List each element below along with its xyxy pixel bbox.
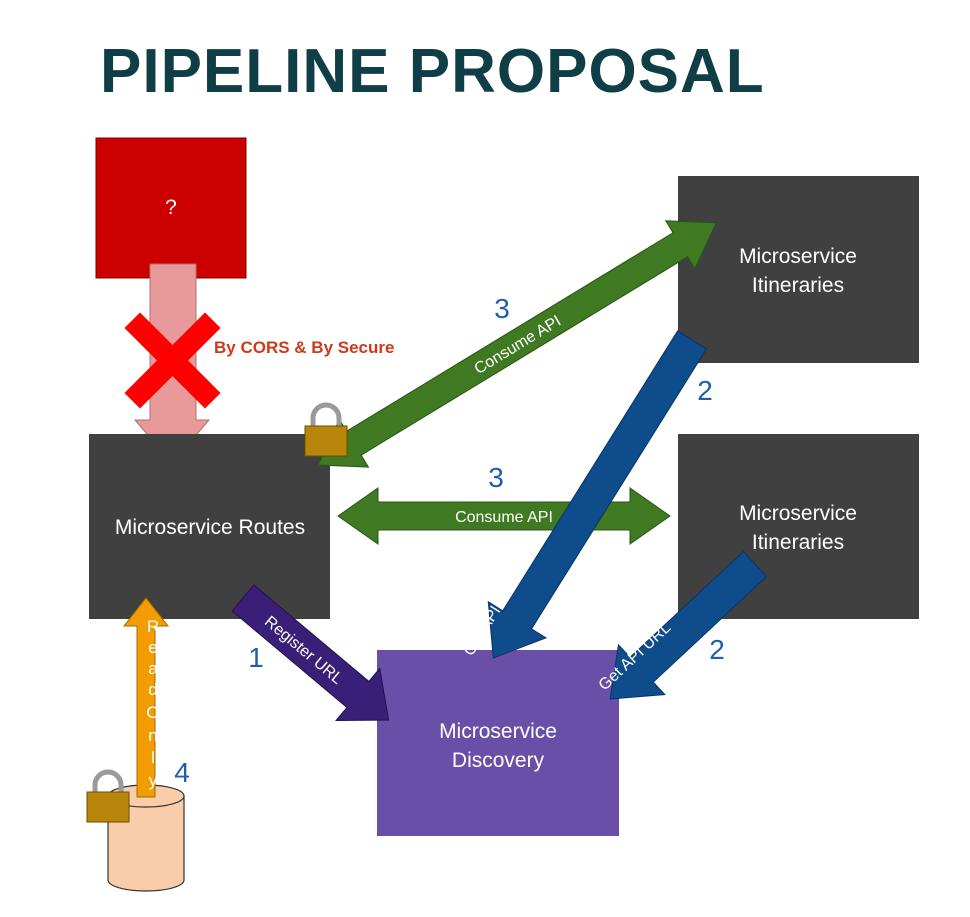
readonly-letter: n	[148, 726, 157, 745]
discovery-label-1: Microservice	[439, 720, 557, 743]
readonly-arrow	[122, 597, 170, 798]
routes-service-label: Microservice Routes	[115, 516, 305, 539]
readonly-letter: a	[148, 659, 158, 678]
consume-api-horizontal-label: Consume API	[455, 509, 553, 526]
unknown-client-box	[95, 137, 247, 279]
register-url-label: Register URL	[261, 613, 346, 688]
itineraries-top-label-1: Microservice	[739, 245, 857, 268]
readonly-letter: l	[151, 748, 155, 767]
register-url-number: 1	[248, 642, 264, 673]
discovery-service-box	[377, 650, 619, 836]
itineraries-top-label-2: Itineraries	[752, 274, 844, 297]
readonly-letter: y	[149, 771, 158, 790]
get-api-url-bottom-arrow	[609, 550, 768, 700]
blocked-reason-label: By CORS & By Secure	[214, 338, 394, 357]
readonly-letter: O	[146, 703, 159, 722]
page-title: PIPELINE PROPOSAL	[100, 37, 765, 106]
itineraries-bottom-label-1: Microservice	[739, 502, 857, 525]
get-api-url-top-number: 2	[697, 375, 713, 406]
discovery-label-2: Discovery	[452, 749, 545, 772]
consume-api-horizontal-number: 3	[488, 462, 504, 493]
lock-icon	[86, 769, 130, 823]
itineraries-top-box	[678, 176, 919, 363]
unknown-client-label: ?	[165, 196, 177, 219]
consume-api-diagonal-number: 3	[494, 293, 510, 324]
readonly-letter: e	[148, 638, 157, 657]
blocked-x-icon	[124, 312, 221, 409]
get-api-url-top-arrow	[487, 330, 708, 659]
lock-icon	[304, 402, 348, 457]
readonly-number: 4	[174, 757, 190, 788]
routes-service-box	[89, 434, 330, 619]
get-api-url-bottom-number: 2	[709, 634, 725, 665]
consume-api-diagonal-label: Consume API	[472, 313, 564, 378]
readonly-letters: R e a d O n l y	[146, 617, 159, 790]
readonly-letter: R	[147, 617, 159, 636]
itineraries-bottom-label-2: Itineraries	[752, 531, 844, 554]
readonly-letter: d	[148, 680, 157, 699]
